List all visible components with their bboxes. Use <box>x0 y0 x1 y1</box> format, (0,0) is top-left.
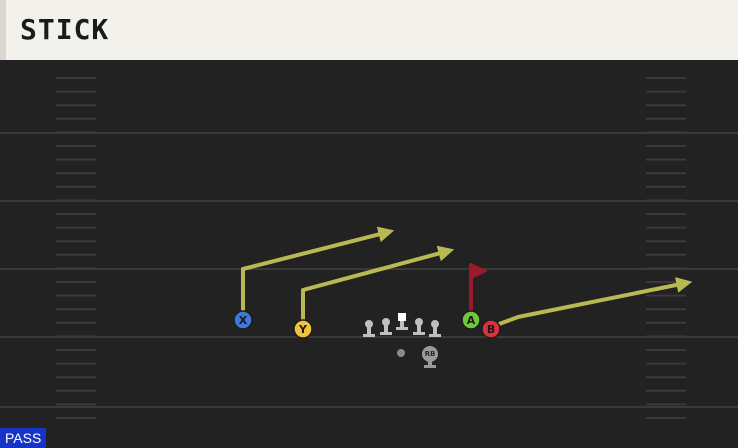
receiver-x-label: X <box>239 314 248 327</box>
lineman-icon <box>363 320 375 337</box>
x-route <box>241 226 395 320</box>
receiver-y-label: Y <box>298 323 308 336</box>
b-route <box>489 277 693 329</box>
b-button-icon <box>481 319 501 339</box>
y-route <box>301 245 455 329</box>
quarterback-icon <box>397 349 405 357</box>
receiver-x[interactable]: X <box>233 310 253 330</box>
receiver-b[interactable]: B <box>481 319 501 339</box>
receiver-a[interactable]: A <box>461 310 481 330</box>
a-block-flag <box>470 263 487 279</box>
running-back-icon[interactable]: RB <box>422 346 438 368</box>
play-header: STICK <box>0 0 738 60</box>
lineman-icon <box>380 318 392 335</box>
a-button-icon <box>461 310 481 330</box>
play-field: RB X Y A B <box>0 77 738 419</box>
hash-marks-right <box>646 77 686 419</box>
play-type-badge: PASS <box>0 428 47 448</box>
yard-lines <box>0 132 738 408</box>
routes <box>241 226 693 329</box>
receiver-a-label: A <box>467 314 476 327</box>
rb-label: RB <box>425 350 436 358</box>
lineman-icon <box>413 318 425 335</box>
offensive-line <box>363 313 441 337</box>
play-title: STICK <box>20 13 110 46</box>
lineman-icon <box>429 320 441 337</box>
center-icon <box>396 313 408 330</box>
receiver-b-label: B <box>487 323 495 336</box>
header-accent-bar <box>0 0 6 60</box>
x-button-icon <box>233 310 253 330</box>
receiver-y[interactable]: Y <box>293 319 313 339</box>
y-button-icon <box>293 319 313 339</box>
hash-marks-left <box>56 77 96 419</box>
